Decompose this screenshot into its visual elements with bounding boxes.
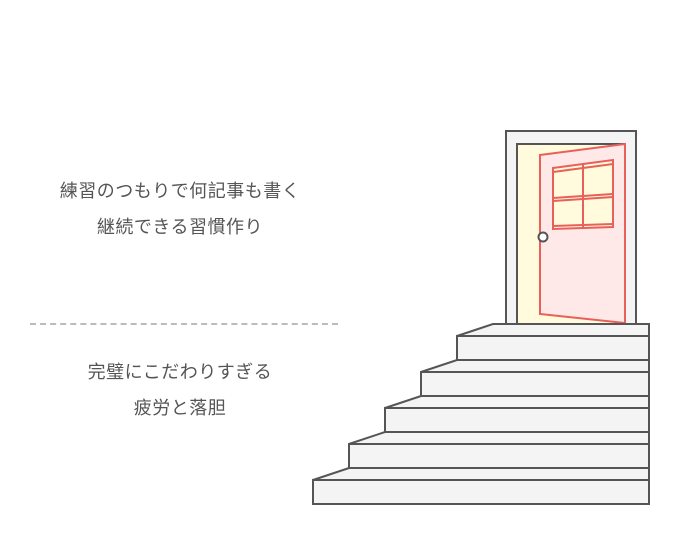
door-knob bbox=[537, 231, 549, 243]
stair-step-4-top bbox=[420, 359, 650, 373]
stair-step-1-top bbox=[312, 467, 650, 481]
stair-step-5 bbox=[456, 335, 650, 361]
positive-caption-line2: 継続できる習慣作り bbox=[96, 217, 264, 238]
stair-step-3-top bbox=[384, 395, 650, 409]
dashed-divider bbox=[30, 323, 338, 325]
stair-step-4 bbox=[420, 371, 650, 397]
positive-caption: 練習のつもりで何記事も書く 継続できる習慣作り bbox=[0, 174, 360, 246]
stairs-icon bbox=[312, 323, 650, 505]
stair-step-5-top bbox=[456, 323, 650, 337]
door-icon bbox=[505, 130, 637, 326]
negative-caption-line1: 完璧にこだわりすぎる bbox=[87, 362, 273, 383]
door-window bbox=[552, 158, 614, 231]
positive-caption-line1: 練習のつもりで何記事も書く bbox=[59, 181, 301, 202]
negative-caption-line2: 疲労と落胆 bbox=[133, 398, 227, 419]
stair-step-1 bbox=[312, 479, 650, 505]
stair-step-2 bbox=[348, 443, 650, 469]
stair-step-3 bbox=[384, 407, 650, 433]
stair-step-2-top bbox=[348, 431, 650, 445]
negative-caption: 完璧にこだわりすぎる 疲労と落胆 bbox=[0, 355, 360, 427]
